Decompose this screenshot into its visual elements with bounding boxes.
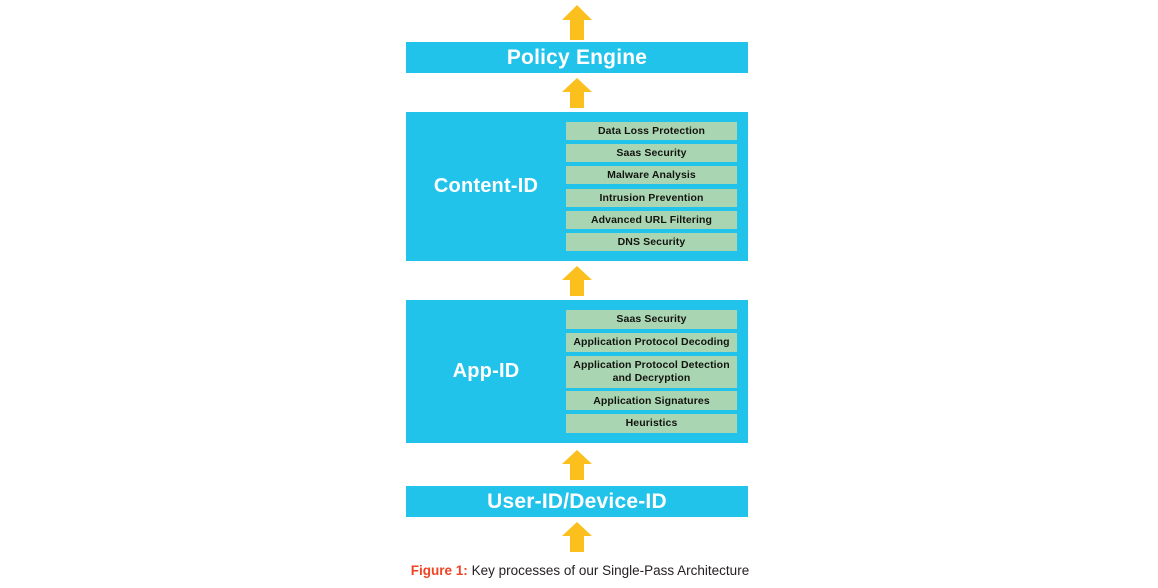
arrow-app-to-user-icon (562, 450, 592, 480)
list-item: Application Signatures (566, 391, 737, 411)
list-item: Heuristics (566, 414, 737, 433)
figure-caption: Figure 1: Key processes of our Single-Pa… (400, 563, 760, 578)
stage-policy-engine: Policy Engine (406, 42, 748, 73)
stage-app-id: App-ID Saas Security Application Protoco… (406, 300, 748, 443)
list-item: Intrusion Prevention (566, 188, 737, 207)
list-item: Saas Security (566, 310, 737, 329)
list-item: Saas Security (566, 144, 737, 163)
list-item: DNS Security (566, 232, 737, 251)
stage-app-id-label: App-ID (452, 360, 520, 382)
stage-user-id-device-id-label: User-ID/Device-ID (487, 489, 667, 513)
stage-policy-engine-label: Policy Engine (506, 45, 648, 69)
arrow-to-top-icon (562, 5, 592, 40)
list-item: Application Protocol Detection and Decry… (566, 355, 737, 388)
list-item: Malware Analysis (566, 166, 737, 185)
single-pass-architecture-diagram: Policy Engine Content-ID Data Loss Prote… (406, 0, 749, 588)
stage-content-id-label: Content-ID (433, 175, 539, 197)
figure-caption-label: Figure 1: (410, 563, 468, 578)
app-id-feature-list: Saas Security Application Protocol Decod… (566, 310, 737, 433)
list-item: Data Loss Protection (566, 122, 737, 140)
list-item: Advanced URL Filtering (566, 210, 737, 229)
stage-user-id-device-id: User-ID/Device-ID (406, 486, 748, 517)
arrow-policy-to-content-icon (562, 78, 592, 108)
arrow-from-bottom-icon (562, 522, 592, 552)
list-item: Application Protocol Decoding (566, 332, 737, 352)
figure-caption-text: Key processes of our Single-Pass Archite… (471, 563, 750, 578)
arrow-content-to-app-icon (562, 266, 592, 296)
stage-content-id: Content-ID Data Loss Protection Saas Sec… (406, 112, 748, 261)
content-id-feature-list: Data Loss Protection Saas Security Malwa… (566, 122, 737, 251)
